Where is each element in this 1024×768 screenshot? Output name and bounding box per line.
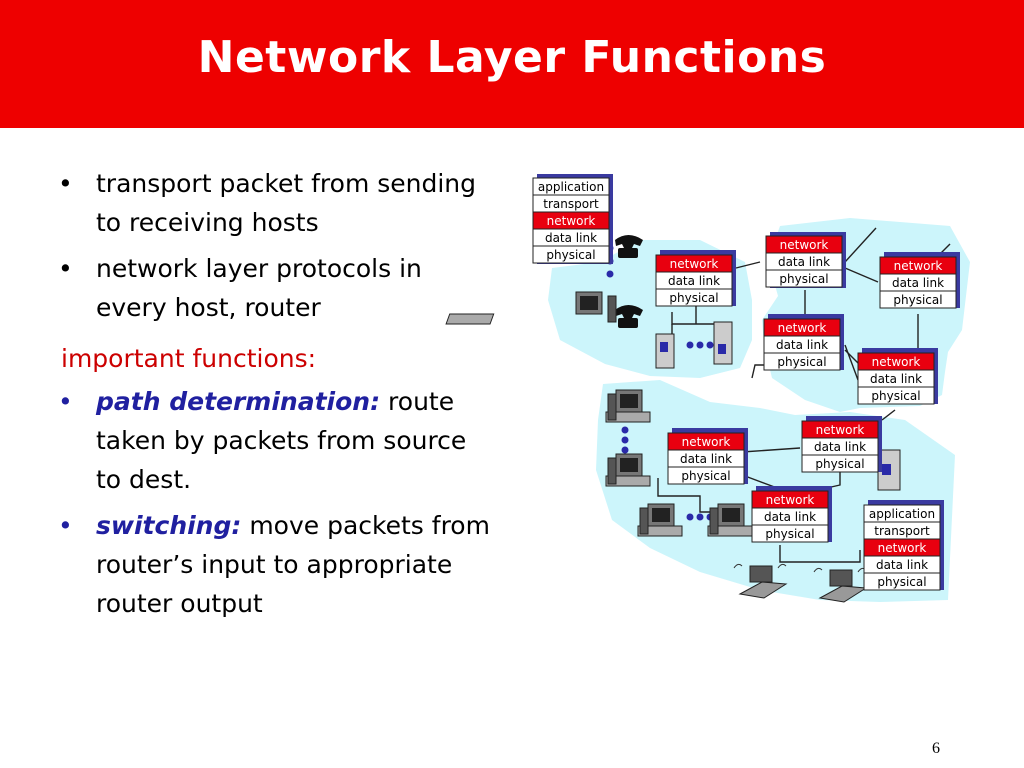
desktop-computer-icon [605, 389, 651, 423]
server-icon [655, 333, 675, 369]
laptop-icon [733, 563, 788, 599]
bullet-text: transport packet from sending to receivi… [96, 169, 477, 237]
layer-physical: physical [681, 469, 730, 483]
desktop-computer-icon [605, 453, 651, 487]
desktop-computer-icon [637, 503, 683, 537]
host-protocol-stack: application transport network data link … [532, 174, 613, 264]
layer-data-link: data link [680, 452, 732, 466]
layer-physical: physical [546, 248, 595, 262]
layer-network: network [816, 423, 865, 437]
desktop-computer-icon [707, 503, 753, 537]
router-protocol-stack: network data link physical [879, 252, 960, 309]
upper-cloud [762, 218, 970, 412]
layer-network: network [778, 321, 827, 335]
layer-data-link: data link [870, 372, 922, 386]
telephone-icon [615, 235, 643, 258]
layer-network: network [682, 435, 731, 449]
function-text: move packets from router’s input to appr… [96, 511, 490, 618]
layer-network: network [878, 541, 927, 555]
layer-data-link: data link [668, 274, 720, 288]
router-protocol-stack: network data link physical [763, 314, 844, 371]
bullet-dot: • [58, 387, 73, 416]
router-protocol-stack: network data link physical [751, 486, 832, 543]
bullet-dot: • [58, 511, 73, 540]
layer-data-link: data link [814, 440, 866, 454]
layer-transport: transport [874, 524, 930, 538]
router-protocol-stack: network data link physical [667, 428, 748, 485]
layer-physical: physical [779, 272, 828, 286]
links [657, 227, 951, 563]
layer-physical: physical [777, 355, 826, 369]
laptop-icon [813, 567, 868, 603]
layer-physical: physical [877, 575, 926, 589]
ellipsis-dots [606, 244, 714, 521]
slide-title: Network Layer Functions [197, 32, 827, 83]
layer-physical: physical [893, 293, 942, 307]
router-protocol-stack: network data link physical [801, 416, 882, 473]
layer-data-link: data link [545, 231, 597, 245]
lower-cloud [596, 380, 955, 602]
function-keyword: switching: [96, 511, 242, 540]
function-keyword: path determination: [96, 387, 381, 416]
layer-data-link: data link [876, 558, 928, 572]
bullet-text: network layer protocols in every host, r… [96, 254, 422, 322]
layer-network: network [670, 257, 719, 271]
layer-application: application [869, 507, 935, 521]
bullet-list: • transport packet from sending to recei… [58, 164, 498, 630]
bullet-item: • network layer protocols in every host,… [58, 249, 498, 327]
layer-physical: physical [669, 291, 718, 305]
router-protocol-stack: network data link physical [765, 232, 846, 288]
left-cloud [548, 240, 752, 378]
layer-physical: physical [815, 457, 864, 471]
bullet-item: • path determination: route taken by pac… [58, 382, 498, 499]
layer-application: application [538, 180, 604, 194]
host-protocol-stack: application transport network data link … [863, 500, 944, 591]
page-number: 6 [932, 740, 940, 757]
layer-data-link: data link [778, 255, 830, 269]
router-protocol-stack: network data link physical [857, 348, 938, 405]
layer-network: network [894, 259, 943, 273]
router-protocol-stack: network data link physical [655, 250, 736, 307]
server-icon [877, 449, 901, 491]
layer-network: network [780, 238, 829, 252]
telephone-icon [615, 305, 643, 328]
title-bar: Network Layer Functions [0, 0, 1024, 128]
bullet-dot: • [58, 169, 73, 198]
layer-physical: physical [871, 389, 920, 403]
layer-physical: physical [765, 527, 814, 541]
section-heading: important functions: [61, 344, 317, 373]
function-text: route taken by packets from source to de… [96, 387, 467, 494]
layer-network: network [547, 214, 596, 228]
server-icon [713, 321, 733, 365]
layer-data-link: data link [776, 338, 828, 352]
layer-transport: transport [543, 197, 599, 211]
layer-network: network [766, 493, 815, 507]
layer-data-link: data link [892, 276, 944, 290]
layer-data-link: data link [764, 510, 816, 524]
layer-network: network [872, 355, 921, 369]
bullet-item: • switching: move packets from router’s … [58, 506, 498, 623]
bullet-item: • transport packet from sending to recei… [58, 164, 498, 242]
bullet-dot: • [58, 254, 73, 283]
